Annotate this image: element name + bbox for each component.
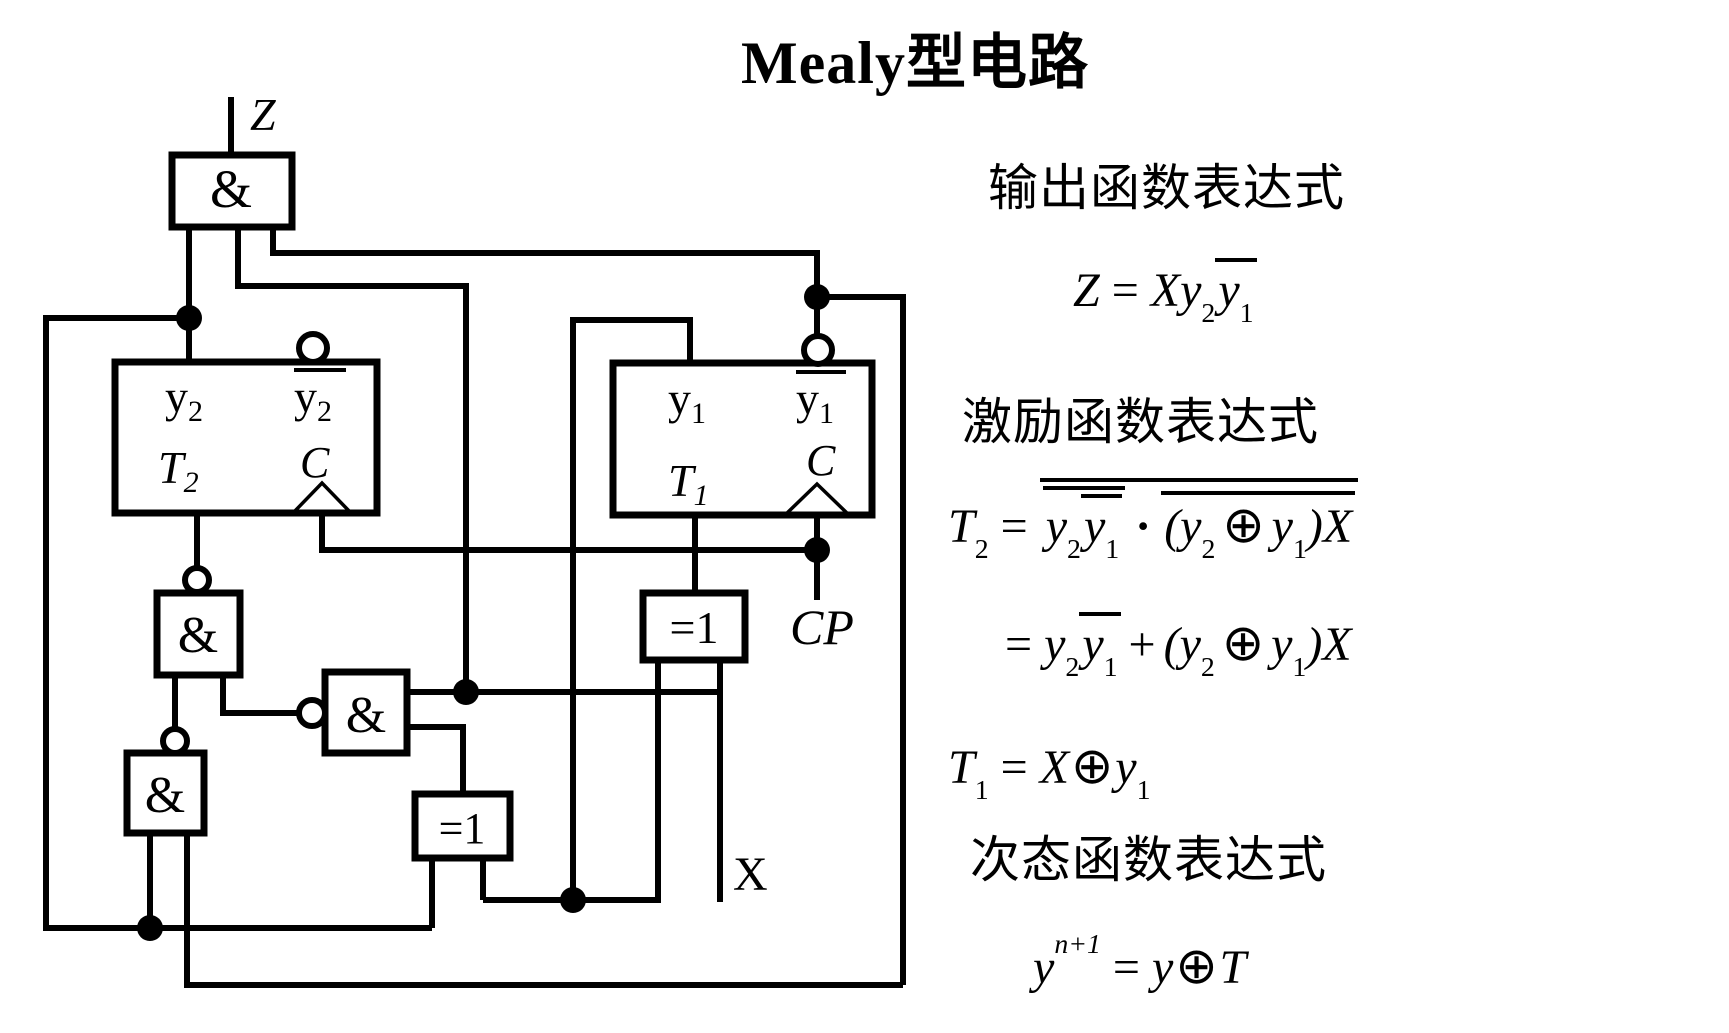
formula-t2-line1: T2=y2y1·(y2⊕y1)X <box>948 478 1359 565</box>
wire-x-to-and <box>235 227 469 692</box>
ff2-label-y2bar: y2 <box>294 371 332 428</box>
junction-x <box>453 679 479 705</box>
wire-y1-feedback <box>570 317 693 900</box>
y1-bar: y1 <box>1079 612 1121 681</box>
wire-y1bar-to-and <box>270 227 820 336</box>
xor-operator: ⊕ <box>1071 738 1114 794</box>
ff2-label-c: C <box>300 438 330 487</box>
clock-triangle-ff2 <box>291 480 353 515</box>
xor-operator: ⊕ <box>1222 497 1265 553</box>
formula-next-state: yn+1=y⊕T <box>1033 931 1247 996</box>
ff2-label-y2: y2 <box>165 371 203 428</box>
wire-xor2-out-to-gate4 <box>407 724 466 794</box>
and-symbol-gate4: & <box>346 687 386 744</box>
junction-y2 <box>176 305 202 331</box>
equals-sign: = <box>1000 741 1028 794</box>
xor-symbol-xor2: =1 <box>439 804 486 853</box>
logic-circuit-diagram: Z & y2 y2 T2 C y1 y1 T1 C & & & =1 =1 X … <box>43 89 906 988</box>
var-y: y <box>1152 941 1174 994</box>
nand-term-y2y1bar: y2y1 <box>1042 486 1126 563</box>
heading-output-function: 输出函数表达式 <box>988 160 1345 216</box>
formula-t2-line2: =y2y1+(y2⊕y1)X <box>1005 612 1352 683</box>
signal-label-cp: CP <box>790 599 854 655</box>
var-x: X <box>1150 264 1181 317</box>
var-x: X <box>1039 741 1070 794</box>
bubble-ff2-y2bar <box>296 331 330 365</box>
heading-excitation-function: 激励函数表达式 <box>962 394 1319 450</box>
superscript-n-plus-1: n+1 <box>1054 929 1101 961</box>
var-t: T <box>1219 941 1247 994</box>
bubble-gate2-output <box>182 565 212 595</box>
wire-y1bar-feedback <box>817 294 906 985</box>
formula-t1: T1=X⊕y1 <box>948 738 1151 806</box>
xor-gate-t1 <box>639 589 749 664</box>
signal-label-z: Z <box>250 89 276 140</box>
xor-symbol-xor1: =1 <box>670 602 719 653</box>
bubble-gate4-output <box>296 697 328 729</box>
plus-operator: + <box>1128 618 1156 671</box>
xor-operator: ⊕ <box>1221 615 1265 671</box>
heading-next-state-function: 次态函数表达式 <box>970 832 1327 888</box>
bubble-ff1-y1bar <box>801 333 835 367</box>
junction-y1 <box>560 887 586 913</box>
wire-clock-bus <box>319 513 817 553</box>
flipflop-t2 <box>111 358 381 517</box>
var-y2: y2 <box>1044 618 1080 683</box>
outer-complement: y2y1·(y2⊕y1)X <box>1039 478 1359 563</box>
and-symbol-top: & <box>210 159 252 219</box>
and-dot: · <box>1135 500 1152 553</box>
wire-gate3-input-y1bar <box>184 833 903 988</box>
flipflop-t1 <box>609 359 876 519</box>
page-title: Mealy型电路 <box>741 30 1089 96</box>
junction-cp <box>804 537 830 563</box>
nand-term-xor-x: (y2⊕y1)X <box>1161 491 1356 563</box>
junction-y1bar <box>804 284 830 310</box>
xor-gate-y2y1 <box>411 790 514 862</box>
clock-triangle-ff1 <box>783 481 851 517</box>
formula-output-z: Z=Xy2y1 <box>1073 258 1257 329</box>
ff1-label-y1bar: y1 <box>796 373 834 430</box>
signal-label-x: X <box>733 848 768 901</box>
var-t2: T2 <box>948 500 989 565</box>
ff1-label-y1: y1 <box>668 373 706 430</box>
bubble-gate3-output <box>160 726 190 756</box>
ff1-label-c: C <box>806 436 836 485</box>
and-gate-output-z <box>168 151 296 231</box>
nand-gate-y2y1bar <box>123 749 208 837</box>
xor-operator: ⊕ <box>1175 938 1218 994</box>
equals-sign: = <box>1005 618 1033 671</box>
var-z: Z <box>1073 264 1100 317</box>
ff1-label-t1: T1 <box>668 455 709 512</box>
wire-y2-branch <box>43 315 432 931</box>
var-y1: y1 <box>1271 618 1307 683</box>
var-y: y <box>1033 941 1055 994</box>
equals-sign: = <box>1112 941 1140 994</box>
wire-gate4-out-to-gate2 <box>220 675 299 716</box>
equals-sign: = <box>1111 264 1139 317</box>
var-y2: y2 <box>1180 264 1216 329</box>
var-y2: y2 <box>1179 618 1215 683</box>
var-x: X <box>1322 618 1352 671</box>
equals-sign: = <box>1000 500 1028 553</box>
wire-xor1-input-y1 <box>483 660 661 903</box>
y1-bar: y1 <box>1080 494 1123 563</box>
var-y1-bar: y1 <box>1215 258 1257 327</box>
junction-y2-bottom <box>137 915 163 941</box>
var-t1: T1 <box>948 741 989 806</box>
ff2-label-t2: T2 <box>158 442 199 499</box>
and-symbol-gate2: & <box>178 607 218 664</box>
var-y1: y1 <box>1115 741 1151 806</box>
and-symbol-gate3: & <box>145 767 185 824</box>
